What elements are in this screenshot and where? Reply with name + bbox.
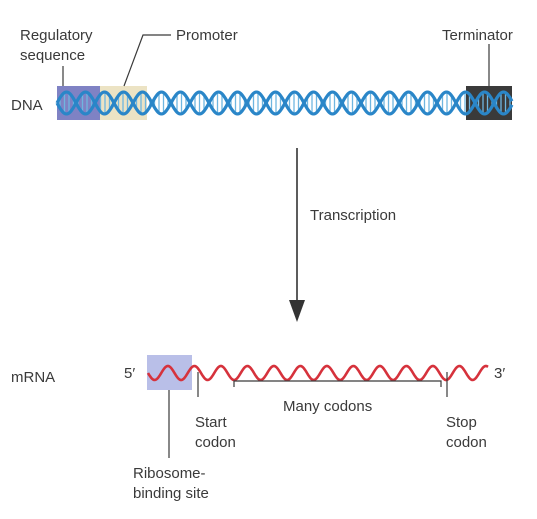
ribosome-binding-site-box bbox=[147, 355, 192, 390]
promoter-leader-line bbox=[123, 34, 171, 87]
mrna-strand bbox=[146, 364, 489, 382]
stop-codon-label-line2: codon bbox=[446, 434, 487, 451]
dna-strand-b bbox=[55, 90, 514, 116]
dna-label: DNA bbox=[11, 97, 43, 114]
many-codons-bracket bbox=[233, 380, 442, 387]
many-codons-label: Many codons bbox=[283, 398, 372, 415]
ribosome-binding-site-label-line2: binding site bbox=[133, 485, 209, 502]
promoter-label: Promoter bbox=[176, 27, 238, 44]
regulatory-sequence-label-line1: Regulatory bbox=[20, 27, 93, 44]
terminator-label: Terminator bbox=[442, 27, 513, 44]
transcription-label: Transcription bbox=[310, 207, 396, 224]
ribosome-binding-site-label-line1: Ribosome- bbox=[133, 465, 206, 482]
five-prime-label: 5′ bbox=[124, 365, 135, 382]
transcription-arrowhead bbox=[289, 300, 305, 322]
dna-double-helix bbox=[55, 90, 514, 116]
stop-codon-label-line1: Stop bbox=[446, 414, 477, 431]
start-codon-label-line2: codon bbox=[195, 434, 236, 451]
mrna-label: mRNA bbox=[11, 369, 55, 386]
start-codon-label-line1: Start bbox=[195, 414, 228, 431]
regulatory-sequence-label-line2: sequence bbox=[20, 47, 85, 64]
three-prime-label: 3′ bbox=[494, 365, 505, 382]
